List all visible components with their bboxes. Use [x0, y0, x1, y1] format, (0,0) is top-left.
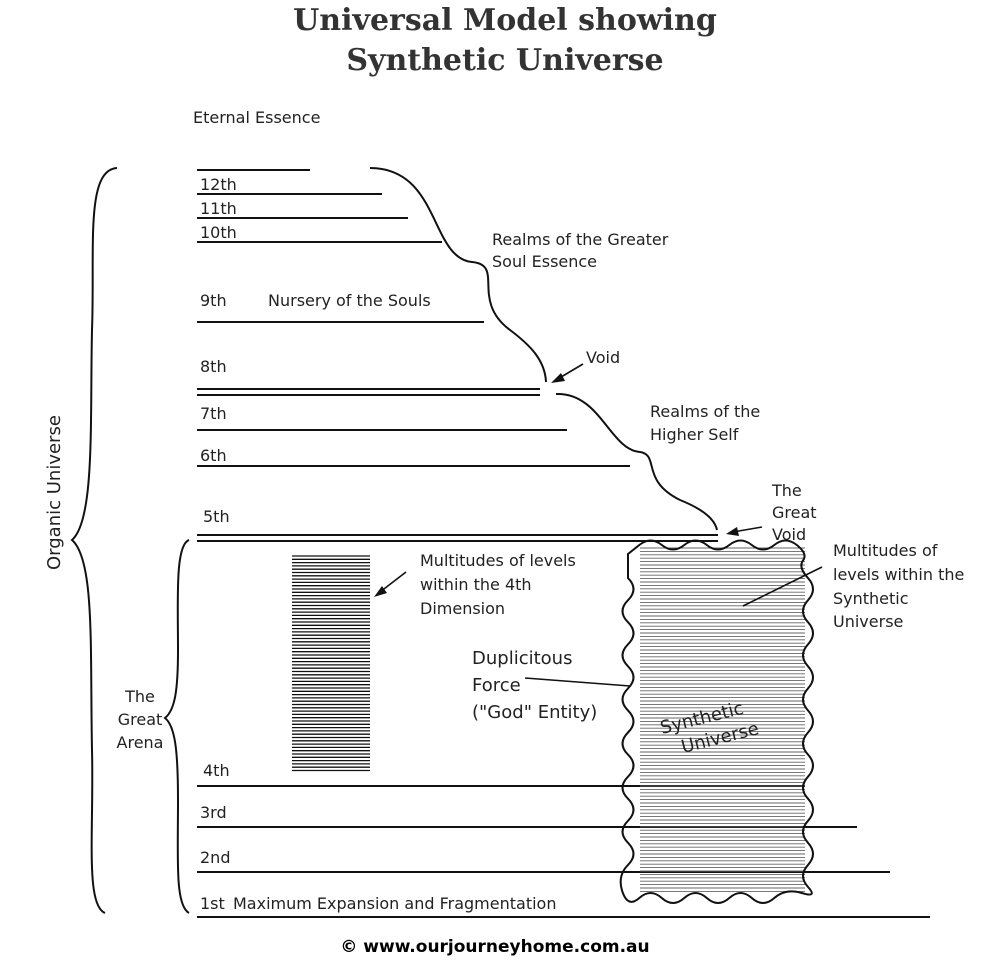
synthetic-universe-outline [619, 539, 814, 904]
organic-universe-label: Organic Universe [44, 415, 65, 570]
duplicitous-label-3: ("God" Entity) [472, 702, 597, 723]
level-1-label: 1st [200, 894, 225, 913]
level-9-label: 9th [200, 291, 227, 310]
level-11-label: 11th [200, 199, 237, 218]
level-4-label: 4th [203, 761, 230, 780]
great-void-label-1: The [771, 481, 802, 500]
title-line-2: Synthetic Universe [346, 43, 663, 78]
multitudes-synthetic-pointer [742, 566, 823, 607]
greater-soul-label-2: Soul Essence [492, 252, 597, 271]
great-void-arrow-head [726, 527, 739, 536]
multitudes-4th-label-2: within the 4th [420, 575, 532, 594]
title-line-1: Universal Model showing [293, 3, 717, 38]
level-6-label: 6th [200, 446, 227, 465]
higher-self-label-1: Realms of the [650, 402, 760, 421]
level-3-label: 3rd [200, 803, 227, 822]
higher-self-curve [555, 392, 718, 531]
copyright-footer: © www.ourjourneyhome.com.au [340, 937, 649, 957]
duplicitous-label-2: Force [472, 675, 521, 696]
greater-soul-curve [369, 167, 547, 383]
level-7-label: 7th [200, 404, 227, 423]
great-arena-label-2: Great [118, 710, 163, 729]
great-void-label-2: Great [772, 503, 817, 522]
great-void-label-3: Void [772, 525, 806, 544]
greater-soul-label-1: Realms of the Greater [492, 230, 669, 249]
upper-level-lines [197, 169, 718, 542]
multitudes-4th-label-1: Multitudes of levels [420, 551, 576, 570]
great-arena-brace [163, 539, 190, 914]
multitudes-4th-arrow-line [379, 571, 407, 593]
nursery-label: Nursery of the Souls [268, 291, 431, 310]
multitudes-synthetic-label-3: Synthetic [833, 589, 909, 608]
fourth-dimension-hatch [292, 555, 370, 772]
max-expansion-label: Maximum Expansion and Fragmentation [233, 894, 556, 913]
multitudes-synthetic-label-1: Multitudes of [833, 541, 938, 560]
void-label: Void [586, 348, 620, 367]
synthetic-universe-hatch [640, 547, 805, 892]
organic-universe-brace [70, 167, 118, 914]
level-8-label: 8th [200, 357, 227, 376]
higher-self-label-2: Higher Self [650, 425, 739, 444]
duplicitous-pointer [524, 677, 631, 687]
multitudes-synthetic-label-2: levels within the [833, 565, 964, 584]
level-2-label: 2nd [200, 848, 230, 867]
level-12-label: 12th [200, 175, 237, 194]
great-arena-label-3: Arena [117, 733, 164, 752]
multitudes-4th-arrow-head [374, 586, 387, 597]
eternal-essence-label: Eternal Essence [193, 108, 320, 127]
great-arena-label-1: The [124, 687, 155, 706]
void-arrow-head [551, 373, 565, 383]
multitudes-synthetic-label-4: Universe [833, 612, 903, 631]
duplicitous-label-1: Duplicitous [472, 648, 572, 669]
level-5-label: 5th [203, 507, 230, 526]
level-10-label: 10th [200, 223, 237, 242]
multitudes-4th-label-3: Dimension [420, 599, 505, 618]
